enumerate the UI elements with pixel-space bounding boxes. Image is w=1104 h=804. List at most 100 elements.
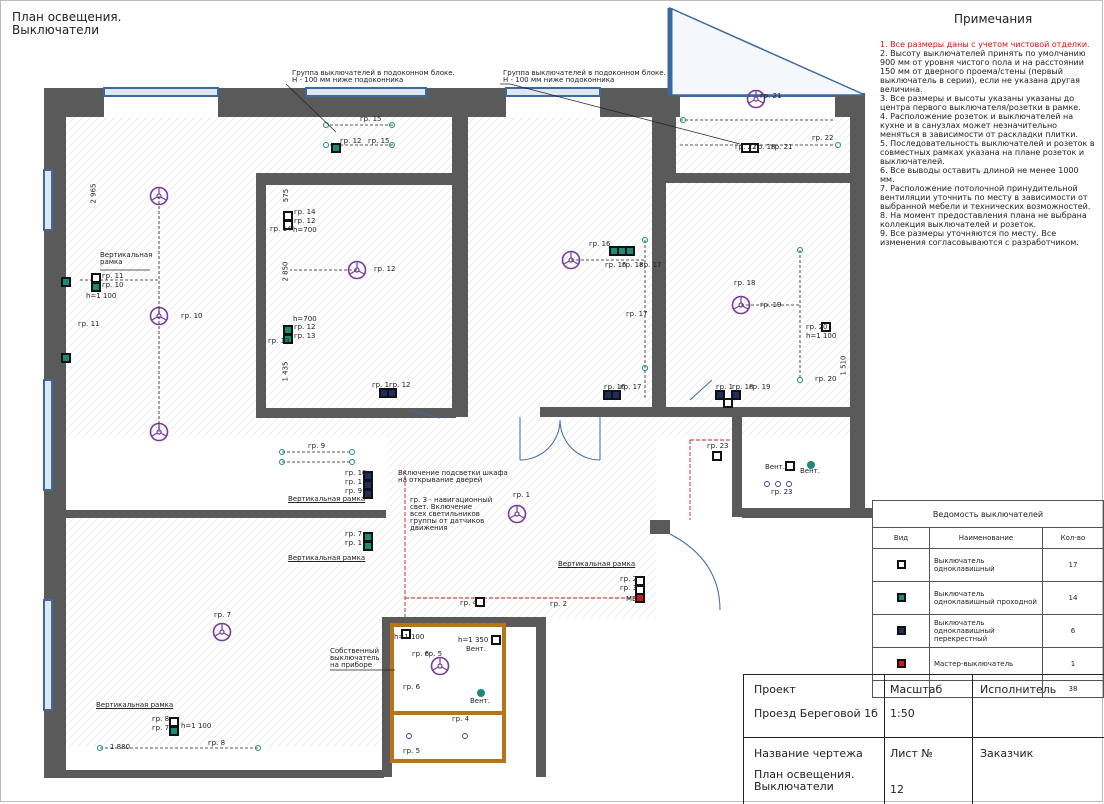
- height-label: h=1 100: [86, 292, 117, 300]
- drawing-name-value: План освещения.Выключатели: [754, 768, 855, 793]
- group-label: гр. 10: [345, 469, 367, 477]
- group-label: гр. 12: [374, 265, 396, 273]
- group-label: гр. 18: [622, 261, 644, 269]
- group-label: гр. 13: [268, 337, 290, 345]
- window-group-label-2: Группа выключателей в подоконном блоке.Н…: [503, 69, 666, 84]
- vent-label: Вент.: [470, 697, 490, 705]
- group-label: гр. 21: [771, 143, 793, 151]
- group-label: гр. 23: [771, 488, 793, 496]
- note-item: 9. Все размеры уточняются по месту. Все …: [880, 229, 1079, 247]
- notes-list: 1. Все размеры даны с учетом чистовой от…: [880, 40, 1095, 247]
- sheet-label: Лист №: [890, 747, 933, 760]
- group-label: гр. 18: [754, 143, 776, 151]
- height-label: h=1 100: [806, 332, 837, 340]
- group-label: гр. 13: [294, 332, 316, 340]
- vent-label: Вент.: [765, 463, 785, 471]
- group-label: гр. 17: [626, 310, 648, 318]
- schedule-total: 38: [1042, 680, 1104, 698]
- sheet-value: 12: [890, 783, 904, 796]
- group-label: гр. 18: [732, 383, 754, 391]
- note-item: 8. На момент предоставления плана не выб…: [880, 211, 1087, 229]
- group-label: гр. 16: [604, 383, 626, 391]
- group-label: гр. 4: [452, 715, 470, 723]
- group-label: гр. 8: [152, 715, 170, 723]
- window-group-label-1: Группа выключателей в подоконном блоке.Н…: [292, 69, 455, 84]
- group-label: гр. 9: [308, 442, 326, 450]
- height-label: h=700: [293, 315, 317, 323]
- vertical-frame-label-corridor: Вертикальная рамка: [558, 560, 636, 568]
- note-item: 3. Все размеры и высоты указаны указаны …: [880, 94, 1081, 112]
- group-label: гр. 12: [294, 323, 316, 331]
- group-label: гр. 19: [760, 301, 782, 309]
- group-label: гр. 5: [425, 650, 443, 658]
- group-label: гр. 21: [760, 92, 782, 100]
- col-name: Наименование: [929, 527, 1043, 549]
- group-label: гр. 1: [716, 383, 734, 391]
- group-label: гр. 2: [550, 600, 568, 608]
- notes-heading: Примечания: [954, 12, 1033, 26]
- group-label: гр. 19: [749, 383, 771, 391]
- switch-single-icon: [896, 559, 906, 569]
- group-label: гр. 22: [735, 143, 757, 151]
- group-label: гр. 11: [78, 320, 100, 328]
- vertical-frame-label-study: Вертикальная рамка: [96, 701, 174, 709]
- group-label: гр. 16: [589, 240, 611, 248]
- note-item: 7. Расположение потолочной принудительно…: [880, 184, 1091, 211]
- vertical-frame-label-bedroom: Вертикальная рамка: [288, 554, 366, 562]
- group-label: гр. 14: [294, 208, 316, 216]
- group-label: гр. 23: [707, 442, 729, 450]
- group-label: гр. 22: [812, 134, 834, 142]
- table-row: Мастер-выключатель 1: [872, 647, 1104, 681]
- dimension-label: 575: [282, 188, 291, 203]
- group-label: гр. 14: [270, 225, 292, 233]
- height-label: h=700: [293, 226, 317, 234]
- scale-label: Масштаб: [890, 683, 943, 696]
- group-label: гр. 7: [345, 530, 363, 538]
- note-item: 1. Все размеры даны с учетом чистовой от…: [880, 40, 1090, 49]
- group-label: гр. 18: [734, 279, 756, 287]
- group-label: гр. 1: [513, 491, 531, 499]
- drawing-name-label: Название чертежа: [754, 747, 863, 760]
- table-row-total: 38: [872, 680, 1104, 698]
- vertical-frame-label-hall: Вертикальная рамка: [288, 495, 366, 503]
- title-block: Проект Проезд Береговой 1б Масштаб 1:50 …: [743, 674, 1104, 804]
- group-label: гр. 6: [403, 683, 421, 691]
- group-label: гр. 6: [412, 650, 430, 658]
- group-label: гр. 7: [214, 611, 232, 619]
- scale-value: 1:50: [890, 707, 915, 720]
- note-item: 4. Расположение розеток и выключателей н…: [880, 112, 1078, 139]
- group-label: гр. 4: [460, 599, 478, 607]
- executor-label: Исполнитель: [980, 683, 1057, 696]
- group-label: гр. 20: [815, 375, 837, 383]
- schedule-caption: Ведомость выключателей: [872, 500, 1104, 528]
- group-label: гр. 1: [372, 381, 390, 389]
- group-label: гр. 11: [102, 272, 124, 280]
- project-label: Проект: [754, 683, 796, 696]
- switch-schedule: Ведомость выключателей Вид Наименование …: [872, 500, 1104, 698]
- customer-label: Заказчик: [980, 747, 1034, 760]
- note-item: 2. Высоту выключателей принять по умолча…: [880, 49, 1086, 94]
- group-label: гр. 9: [345, 487, 363, 495]
- dimension-label: 2 850: [281, 261, 290, 282]
- group-label: гр. 17: [620, 383, 642, 391]
- group-label: гр. 12: [294, 217, 316, 225]
- note-item: 5. Последовательность выключателей и роз…: [880, 139, 1095, 166]
- dimension-label: 1 880: [110, 743, 131, 751]
- vent-label: Вент.: [466, 645, 486, 653]
- group-label: гр. 5: [403, 747, 421, 755]
- dimension-label: 2 965: [89, 183, 98, 204]
- project-value: Проезд Береговой 1б: [754, 707, 878, 720]
- group-label: гр. 10: [102, 281, 124, 289]
- mv-label: МВ: [626, 595, 637, 603]
- drawing-title: План освещения. Выключатели: [12, 10, 122, 37]
- group-label: гр. 15: [368, 137, 390, 145]
- group-label: гр. 12: [340, 137, 362, 145]
- group-label: гр. 2: [620, 575, 638, 583]
